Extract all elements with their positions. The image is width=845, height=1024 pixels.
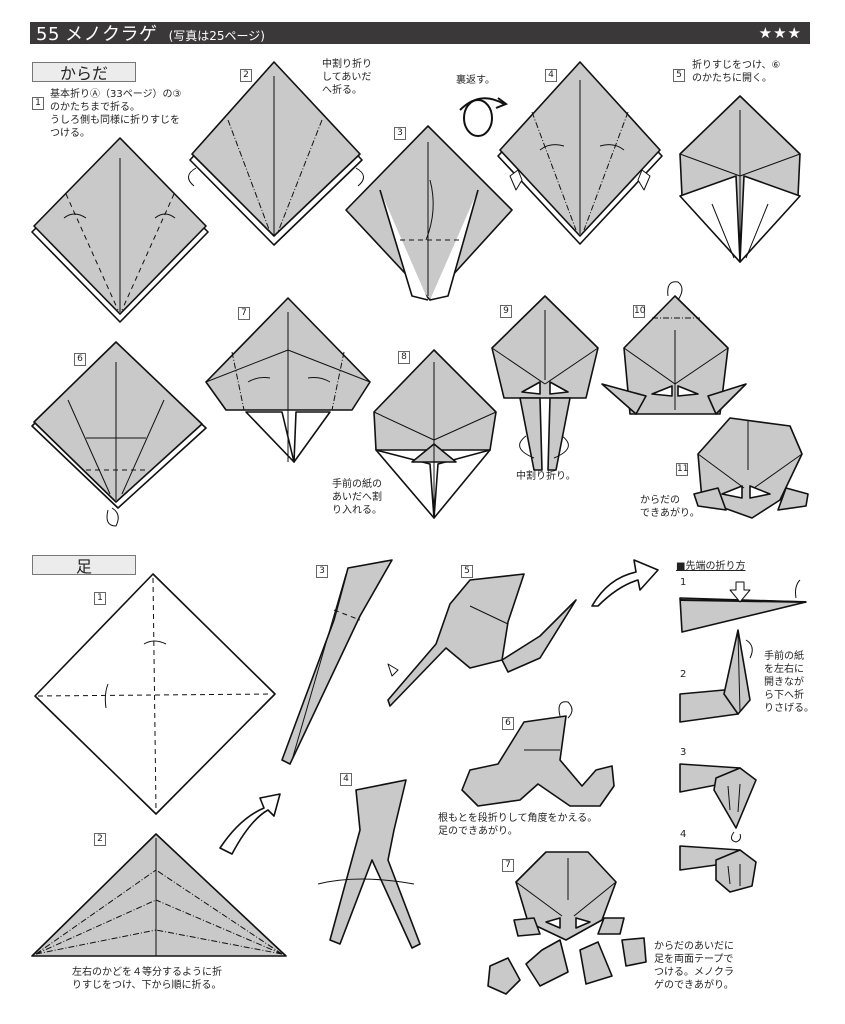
photo-reference: (写真は25ページ) — [168, 29, 265, 43]
legs-step-4-number: 4 — [340, 766, 352, 786]
title-group: 55 メノクラゲ (写真は25ページ) — [36, 20, 265, 46]
body-step-9-number: 9 — [500, 298, 512, 318]
legs-step-5-number: 5 — [461, 558, 473, 578]
section-label-body: からだ — [32, 62, 136, 83]
model-title: メノクラゲ — [65, 24, 158, 45]
body-step-8-text: 手前の紙の あいだへ割 り入れる。 — [332, 479, 382, 516]
body-step-2-text: 中割り折り してあいだ へ折る。 — [322, 59, 372, 96]
legs-step-2-text: 左右のかどを４等分するように折 りすじをつけ、下から順に折る。 — [72, 967, 222, 991]
body-step-3-number: 3 — [394, 120, 406, 140]
tip-section-header: ■先端の折り方 — [676, 561, 746, 572]
tip-step-3-number: 3 — [680, 747, 687, 758]
legs-step-1-number: 1 — [94, 585, 106, 605]
legs-step-6-text: 根もとを段折りして角度をかえる。 足のできあがり。 — [438, 813, 598, 837]
legs-step-2-number: 2 — [94, 826, 106, 846]
legs-step-7-text: からだのあいだに 足を両面テープで つける。メノクラ ゲのできあがり。 — [654, 941, 734, 991]
tip-step-2-text: 手前の紙 を左右に 開きなが ら下へ折 りさげる。 — [764, 651, 814, 714]
body-step-6-number: 6 — [74, 346, 86, 366]
legs-step-3-number: 3 — [316, 558, 328, 578]
tip-step-1-number: 1 — [680, 577, 687, 588]
legs-step-7-number: 7 — [502, 852, 514, 872]
body-step-5-number: 5 — [673, 62, 685, 82]
tip-step-2-number: 2 — [680, 669, 687, 680]
body-step-11-text: からだの できあがり。 — [640, 495, 700, 519]
difficulty-stars-icon: ★★★ — [758, 24, 802, 42]
model-number: 55 — [36, 24, 60, 45]
body-step-7-number: 7 — [238, 300, 250, 320]
body-step-1-text: 基本折りⒶ（33ページ）の③ のかたちまで折る。 うしろ側も同様に折りすじを つ… — [50, 89, 182, 139]
body-step-9-text: 中割り折り。 — [516, 471, 576, 482]
legs-step-6-number: 6 — [502, 710, 514, 730]
title-bar: 55 メノクラゲ (写真は25ページ) ★★★ — [30, 20, 810, 46]
section-label-legs: 足 — [32, 555, 136, 576]
body-step-11-number: 11 — [676, 463, 689, 476]
flip-over-note: 裏返す。 — [456, 75, 495, 86]
body-step-1-number: 1 — [32, 90, 44, 110]
body-step-5-text: 折りすじをつけ、⑥ のかたちに開く。 — [692, 60, 781, 84]
body-step-4-number: 4 — [545, 62, 557, 82]
body-step-2-number: 2 — [240, 62, 252, 82]
tip-step-4-number: 4 — [680, 829, 687, 840]
body-step-10-number: 10 — [633, 305, 646, 318]
body-step-8-number: 8 — [398, 344, 410, 364]
